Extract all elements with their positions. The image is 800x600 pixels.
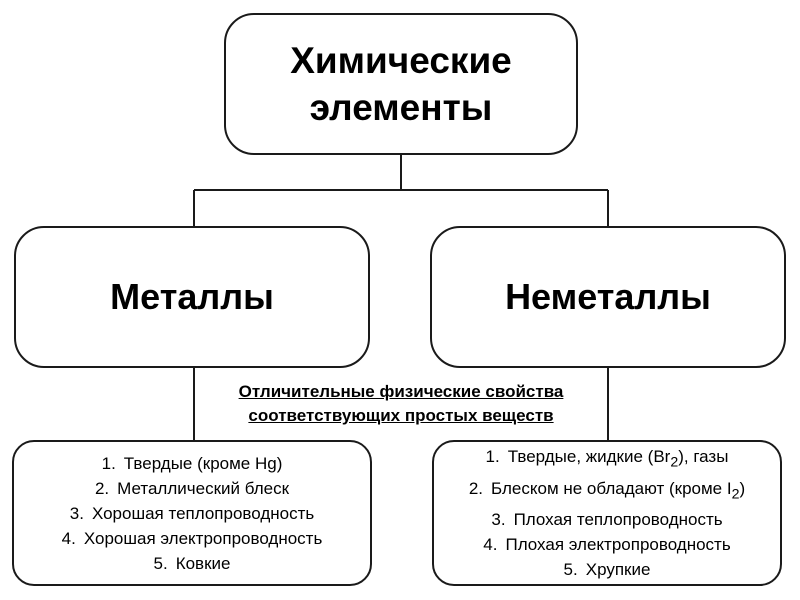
item-text: Хорошая теплопроводность bbox=[91, 503, 315, 523]
list-item: 2. Металлический блеск bbox=[62, 476, 323, 501]
item-number: 1. bbox=[101, 453, 116, 473]
root-node-label: Химические элементы bbox=[290, 37, 512, 131]
category-node-nonmetals: Неметаллы bbox=[430, 226, 786, 368]
item-text: Твердые, жидкие (Br bbox=[507, 447, 671, 467]
root-node-chemical-elements: Химические элементы bbox=[224, 13, 578, 155]
list-item: 3. Хорошая теплопроводность bbox=[62, 501, 323, 526]
item-subscript: 2 bbox=[670, 454, 679, 471]
list-item: 2. Блеском не обладают (кроме I2) bbox=[469, 476, 745, 507]
item-number: 1. bbox=[485, 447, 500, 467]
caption-line2: соответствующих простых веществ bbox=[248, 406, 554, 425]
item-text: Плохая теплопроводность bbox=[513, 509, 723, 529]
root-label-line1: Химические bbox=[290, 40, 512, 81]
item-number: 3. bbox=[69, 503, 84, 523]
item-text: Твердые (кроме Hg) bbox=[123, 453, 283, 473]
list-item: 1. Твердые, жидкие (Br2), газы bbox=[469, 444, 745, 475]
item-text: Металлический блеск bbox=[117, 478, 290, 498]
item-text: Хрупкие bbox=[585, 559, 651, 579]
list-item: 5. Хрупкие bbox=[469, 557, 745, 582]
list-item: 1. Твердые (кроме Hg) bbox=[62, 451, 323, 476]
properties-caption: Отличительные физические свойства соотве… bbox=[196, 380, 606, 428]
item-text: Плохая электропроводность bbox=[505, 534, 731, 554]
item-number: 5. bbox=[563, 559, 578, 579]
list-item: 4. Плохая электропроводность bbox=[469, 532, 745, 557]
nonmetals-label: Неметаллы bbox=[505, 276, 711, 317]
nonmetals-properties-box: 1.Твердые, жидкие (Br2), газы 2.Блеском … bbox=[432, 440, 782, 586]
list-item: 4. Хорошая электропроводность bbox=[62, 526, 323, 551]
item-number: 4. bbox=[483, 534, 498, 554]
item-number: 4. bbox=[61, 528, 76, 548]
metals-properties-list: 1. Твердые (кроме Hg) 2. Металлический бле… bbox=[62, 451, 323, 576]
list-item: 5. Ковкие bbox=[62, 551, 323, 576]
item-text: Хорошая электропроводность bbox=[83, 528, 323, 548]
caption-line1: Отличительные физические свойства bbox=[238, 382, 564, 401]
item-text: Ковкие bbox=[175, 553, 231, 573]
metals-label: Металлы bbox=[110, 276, 274, 317]
root-label-line2: элементы bbox=[309, 87, 493, 128]
item-number: 2. bbox=[94, 478, 110, 498]
item-number: 2. bbox=[468, 478, 484, 498]
item-text-end: ), газы bbox=[678, 447, 729, 467]
item-number: 3. bbox=[491, 509, 506, 529]
item-number: 5. bbox=[153, 553, 168, 573]
item-text: Блеском не обладают (кроме I bbox=[491, 478, 732, 498]
nonmetals-properties-list: 1.Твердые, жидкие (Br2), газы 2.Блеском … bbox=[469, 444, 745, 582]
list-item: 3. Плохая теплопроводность bbox=[469, 507, 745, 532]
item-text-end: ) bbox=[739, 478, 746, 498]
category-node-metals: Металлы bbox=[14, 226, 370, 368]
metals-properties-box: 1. Твердые (кроме Hg) 2. Металлический бле… bbox=[12, 440, 372, 586]
item-subscript: 2 bbox=[731, 485, 740, 502]
